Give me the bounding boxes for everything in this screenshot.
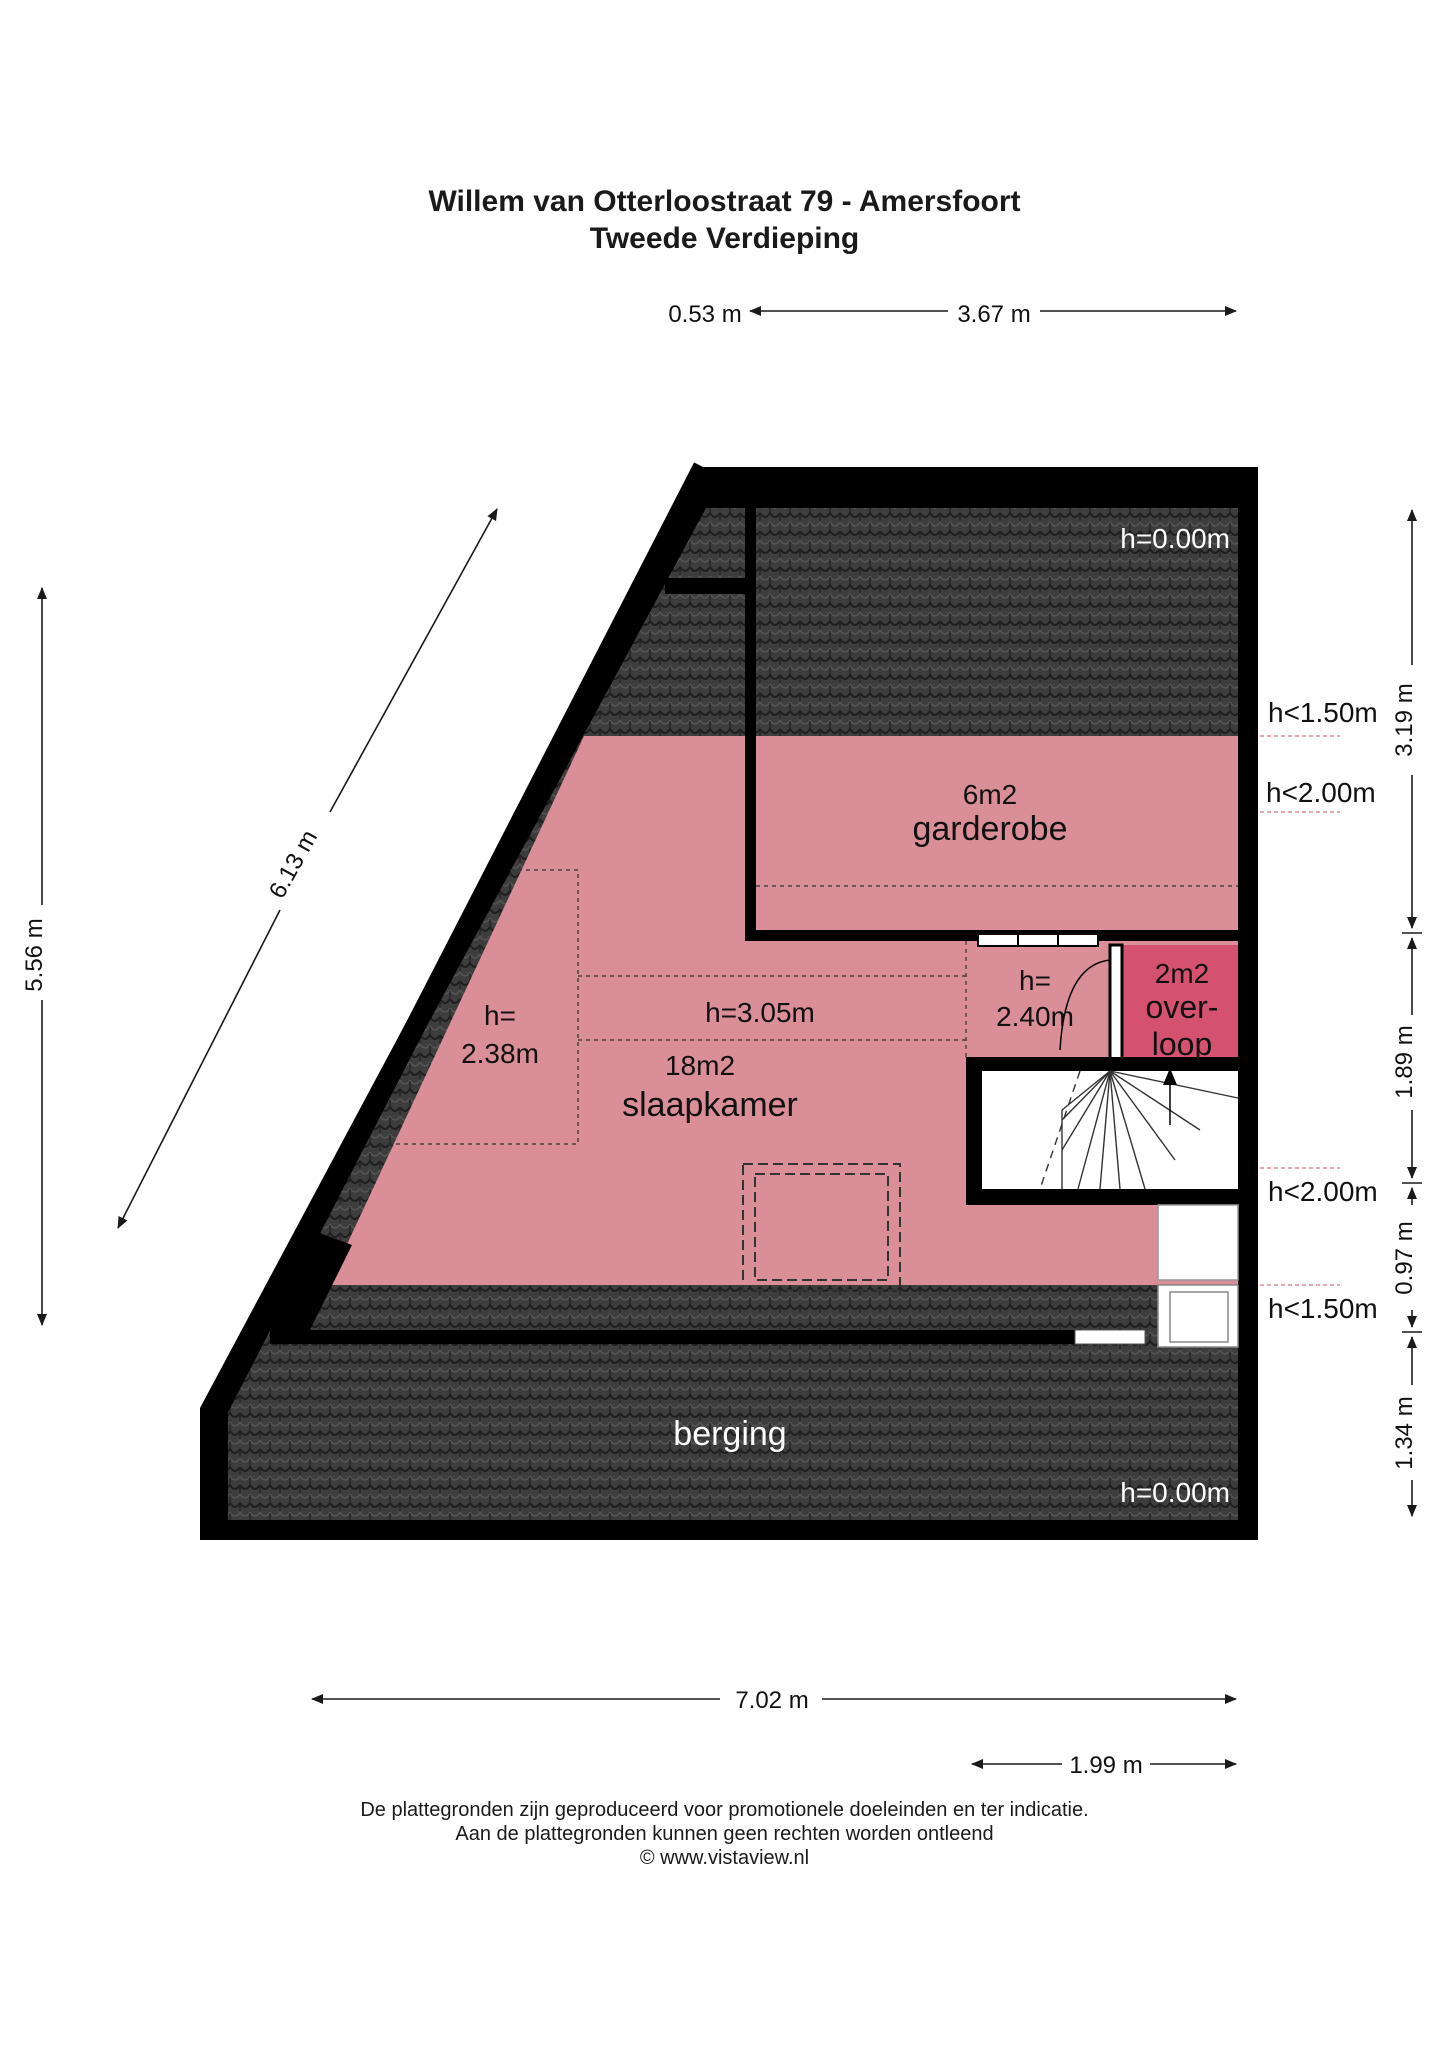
- dim-bottom: [311, 1694, 1237, 1769]
- garderobe-name: garderobe: [912, 810, 1067, 848]
- height-guides: [1260, 735, 1340, 1286]
- height-240-a: h=: [1019, 965, 1051, 996]
- height-305: h=3.05m: [705, 997, 815, 1028]
- slanted-wall: [208, 462, 712, 1540]
- height-238-b: 2.38m: [461, 1038, 539, 1069]
- dim-top-width: 3.67 m: [957, 301, 1030, 328]
- dim-right-bottom: 1.34 m: [1391, 1396, 1418, 1469]
- dim-diagonal-label: 6.13 m: [264, 826, 323, 903]
- copyright-link[interactable]: © www.vistaview.nl: [639, 1847, 810, 1869]
- dim-right-top: 3.19 m: [1391, 683, 1418, 756]
- washer-space: [1157, 1204, 1239, 1281]
- address-title: Willem van Otterloostraat 79 - Amersfoor…: [428, 185, 1021, 218]
- dim-left: 5.56 m: [21, 587, 48, 1326]
- knee-wall-top: [665, 578, 750, 594]
- dim-bottom-width: 7.02 m: [735, 1687, 808, 1714]
- height-lt200-top: h<2.00m: [1266, 777, 1376, 808]
- hall-area: [965, 941, 1121, 1057]
- overloop-door: [1108, 943, 1124, 1072]
- height-lt150-top: h<1.50m: [1268, 697, 1378, 728]
- berging-door: [1074, 1329, 1146, 1345]
- dim-right: [1402, 509, 1422, 1517]
- height-lt150-bottom: h<1.50m: [1268, 1293, 1378, 1324]
- dim-left-label: 5.56 m: [21, 918, 48, 991]
- roof-hatch: [742, 1163, 901, 1291]
- dryer-space: [1157, 1284, 1239, 1348]
- height-zones: [378, 869, 966, 1145]
- chimney-block: [270, 1228, 352, 1330]
- height-240-b: 2.40m: [996, 1001, 1074, 1032]
- overloop-name-2: loop: [1152, 1026, 1213, 1062]
- height-lt200-bottom: h<2.00m: [1268, 1176, 1378, 1207]
- berging-name: berging: [673, 1415, 786, 1453]
- floor-title: Tweede Verdieping: [589, 222, 860, 255]
- disclaimer-line-1: De plattegronden zijn geproduceerd voor …: [360, 1799, 1089, 1821]
- overloop-name-1: over-: [1146, 989, 1219, 1025]
- garderobe-area: 6m2: [963, 779, 1017, 810]
- slaapkamer-name: slaapkamer: [622, 1086, 798, 1124]
- height-238-a: h=: [484, 1000, 516, 1031]
- disclaimer-line-2: Aan de plattegronden kunnen geen rechten…: [455, 1823, 994, 1845]
- dim-top: 0.53 m 3.67 m: [668, 301, 1237, 328]
- overloop-area: 2m2: [1155, 958, 1209, 989]
- slaapkamer-area: 18m2: [665, 1050, 735, 1081]
- height-zero-bottom: h=0.00m: [1120, 1477, 1230, 1508]
- dim-bottom-partial: 1.99 m: [1069, 1752, 1142, 1779]
- garderobe-room: [745, 508, 1238, 941]
- roof-window-top: [977, 933, 1099, 947]
- dim-right-middle: 1.89 m: [1391, 1025, 1418, 1098]
- berging-wall: [270, 1330, 1075, 1344]
- staircase: [966, 1057, 1239, 1205]
- dim-top-offset: 0.53 m: [668, 301, 741, 328]
- overloop-floor: [1122, 945, 1238, 1068]
- height-zero-top: h=0.00m: [1120, 523, 1230, 554]
- door-swing: [1059, 959, 1111, 1051]
- dim-right-lower: 0.97 m: [1391, 1221, 1418, 1294]
- disclaimer: De plattegronden zijn geproduceerd voor …: [0, 1798, 1449, 1870]
